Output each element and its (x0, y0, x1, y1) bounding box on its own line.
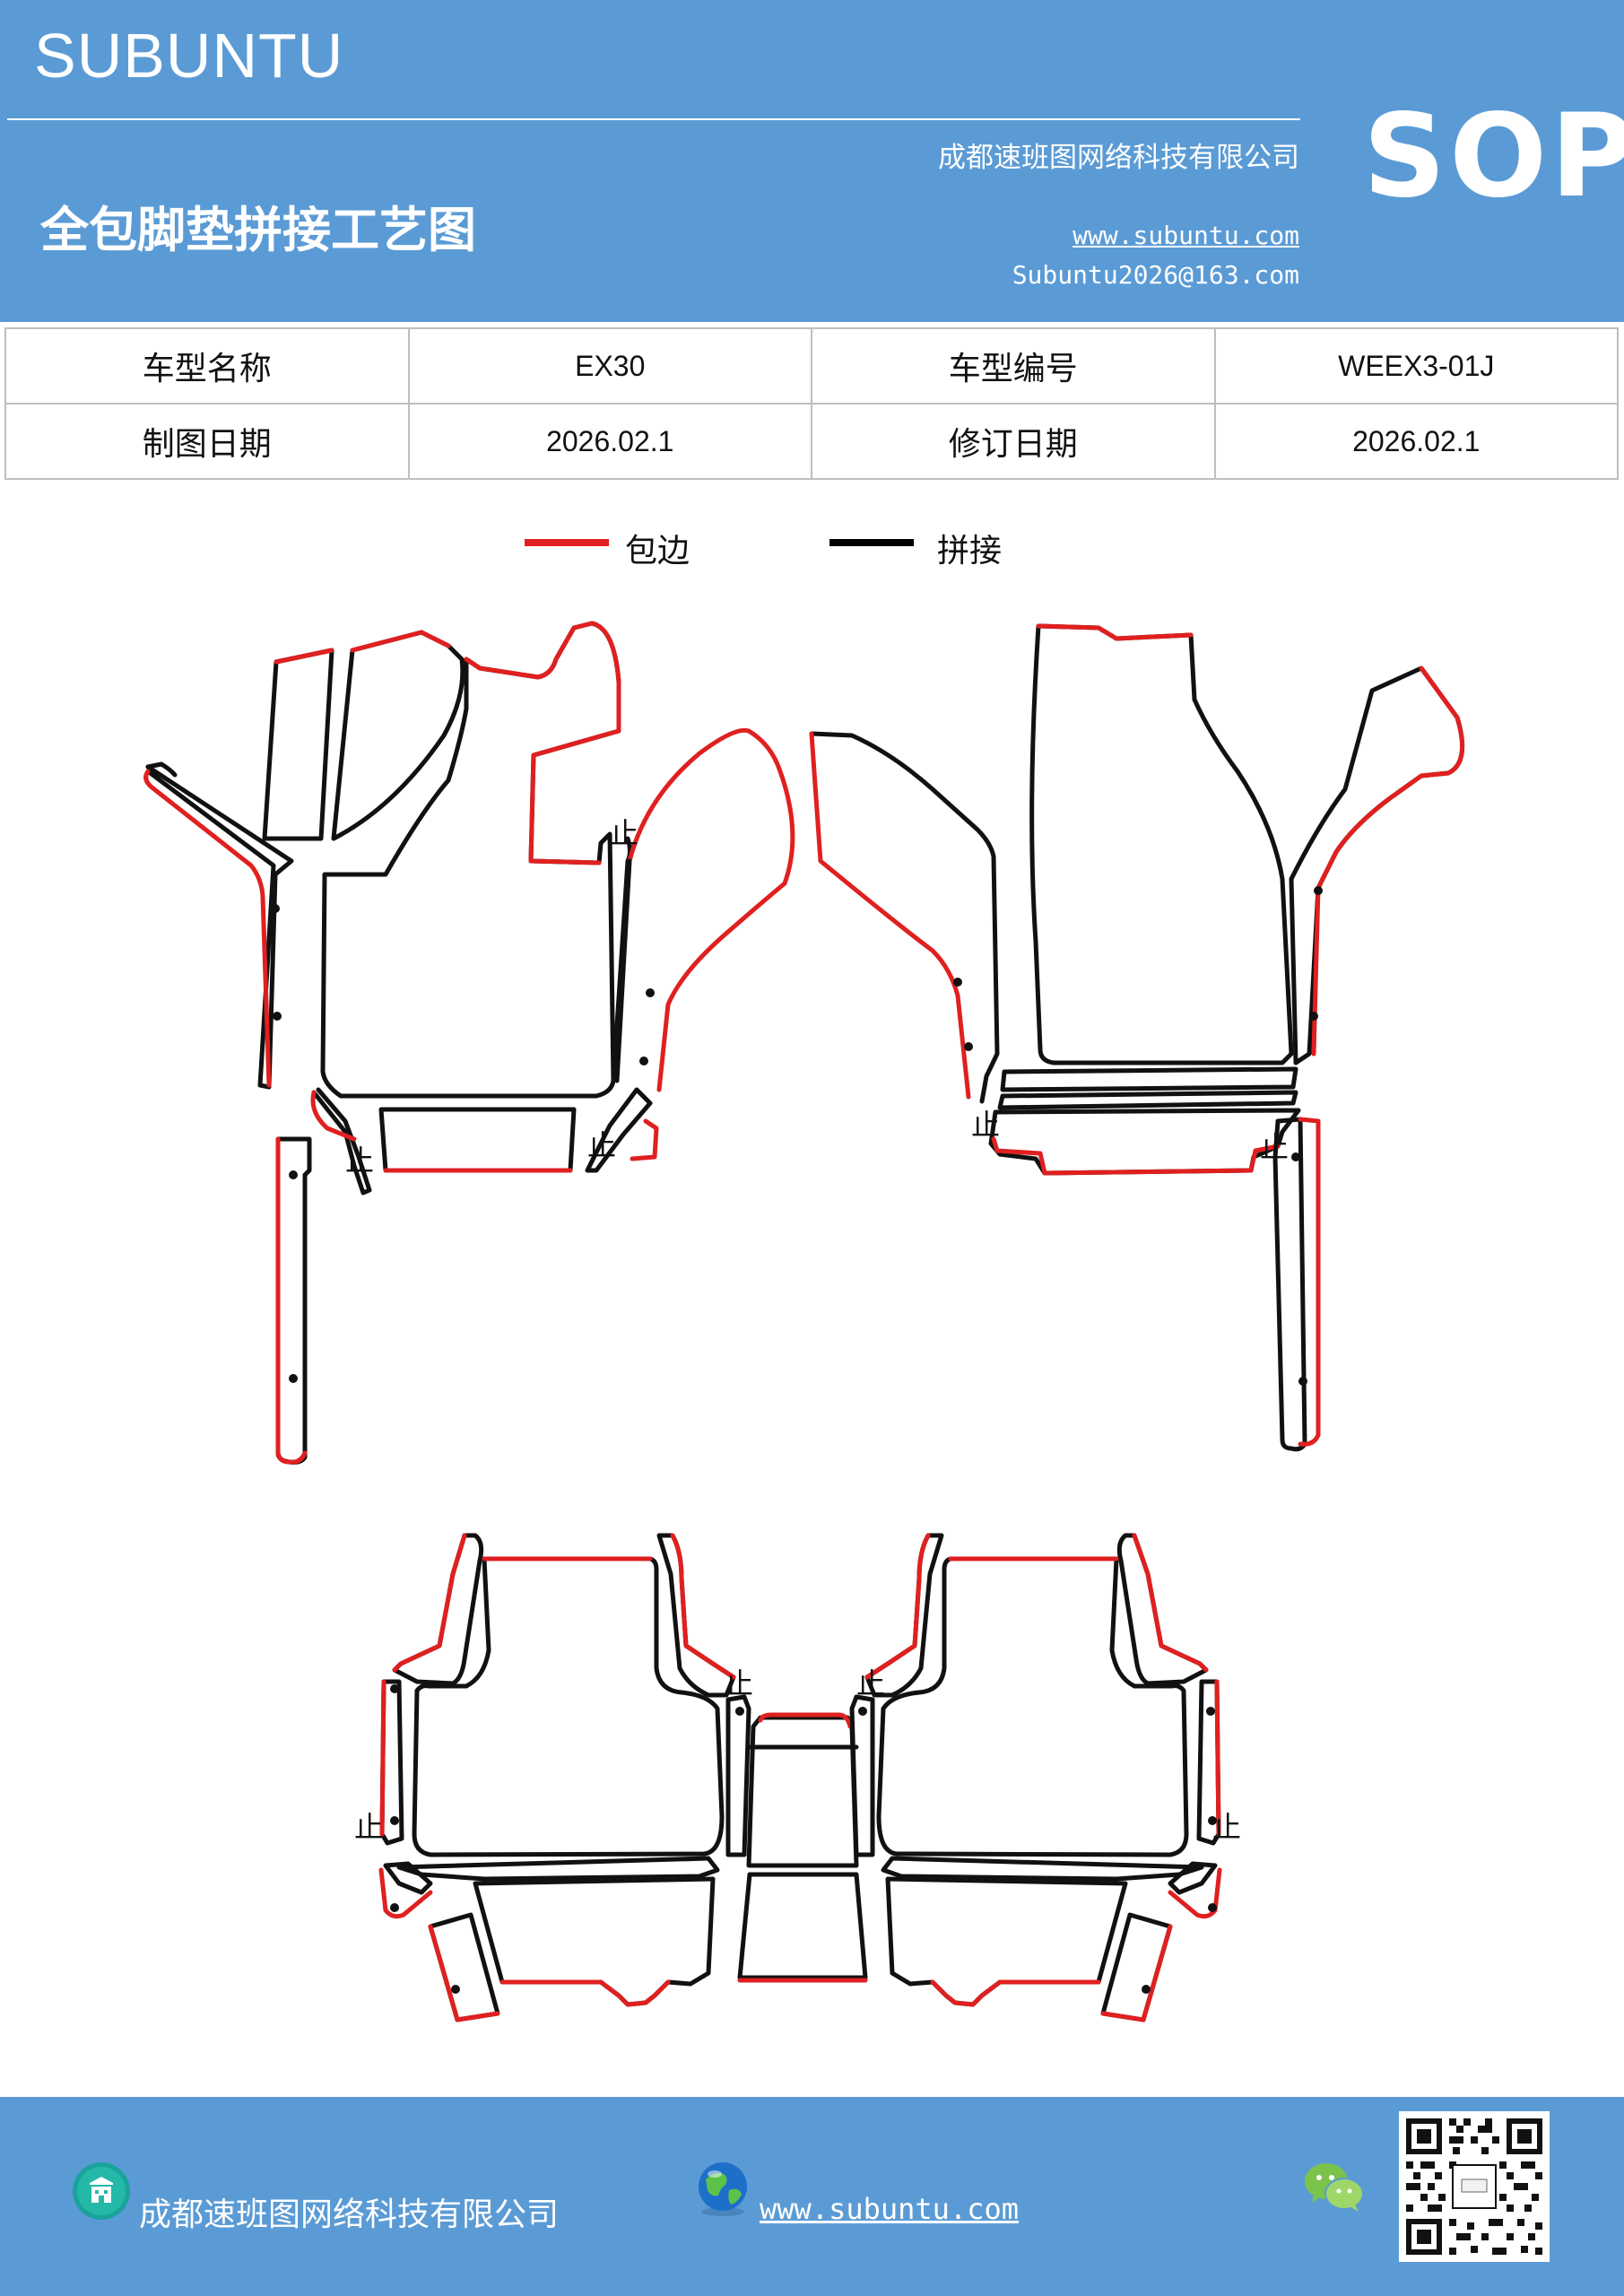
stop-mark: 止 (610, 816, 638, 850)
stop-mark: 止 (1212, 1810, 1241, 1844)
rear-mat (378, 1533, 1222, 2022)
front-left-mat (143, 621, 795, 1465)
table-row: 车型名称 EX30 车型编号 WEEX3-01J (4, 327, 1619, 404)
draw-date-label: 制图日期 (4, 403, 410, 480)
document-title: 全包脚垫拼接工艺图 (40, 202, 476, 258)
stop-mark: 止 (354, 1810, 383, 1844)
info-table: 车型名称 EX30 车型编号 WEEX3-01J 制图日期 2026.02.1 … (4, 327, 1619, 480)
legend: 包边 拼接 (525, 525, 1081, 570)
footer-banner: 成都速班图网络科技有限公司 www.subuntu.com (0, 2097, 1624, 2296)
sop-badge: SOP (1363, 90, 1624, 223)
header-divider (7, 118, 1300, 120)
company-name: 成都速班图网络科技有限公司 (938, 142, 1299, 174)
email-address: Subuntu2026@163.com (1012, 260, 1299, 290)
legend-edge-label: 包边 (625, 533, 690, 570)
stop-mark: 止 (587, 1128, 616, 1162)
draw-date-value: 2026.02.1 (407, 403, 812, 480)
stop-mark: 止 (1260, 1130, 1289, 1164)
model-name-value: EX30 (407, 327, 812, 404)
legend-edge-swatch (525, 539, 609, 546)
header-banner: SUBUNTU 全包脚垫拼接工艺图 成都速班图网络科技有限公司 www.subu… (0, 0, 1624, 322)
brand-name: SUBUNTU (34, 21, 344, 91)
model-code-label: 车型编号 (811, 327, 1216, 404)
revise-date-label: 修订日期 (811, 403, 1216, 480)
footer-website-link[interactable]: www.subuntu.com (760, 2192, 1019, 2226)
globe-icon (699, 2162, 747, 2216)
legend-seam-swatch (829, 539, 914, 546)
qr-code[interactable] (1399, 2111, 1550, 2262)
model-name-label: 车型名称 (4, 327, 410, 404)
stop-mark: 止 (971, 1108, 1000, 1142)
website-link[interactable]: www.subuntu.com (1073, 221, 1299, 250)
front-right-mat (809, 623, 1465, 1452)
stop-marks: 止 止 止 止 止 止 止 止 止 (345, 816, 1289, 1844)
wechat-icon[interactable] (1303, 2160, 1366, 2213)
stop-mark: 止 (856, 1666, 885, 1700)
legend-seam-label: 拼接 (937, 533, 1003, 570)
building-icon (73, 2162, 130, 2220)
footer-company-name: 成都速班图网络科技有限公司 (139, 2196, 560, 2233)
revise-date-value: 2026.02.1 (1213, 403, 1619, 480)
stop-mark: 止 (725, 1666, 753, 1700)
stop-mark: 止 (345, 1144, 374, 1178)
model-code-value: WEEX3-01J (1213, 327, 1619, 404)
table-row: 制图日期 2026.02.1 修订日期 2026.02.1 (4, 403, 1619, 480)
